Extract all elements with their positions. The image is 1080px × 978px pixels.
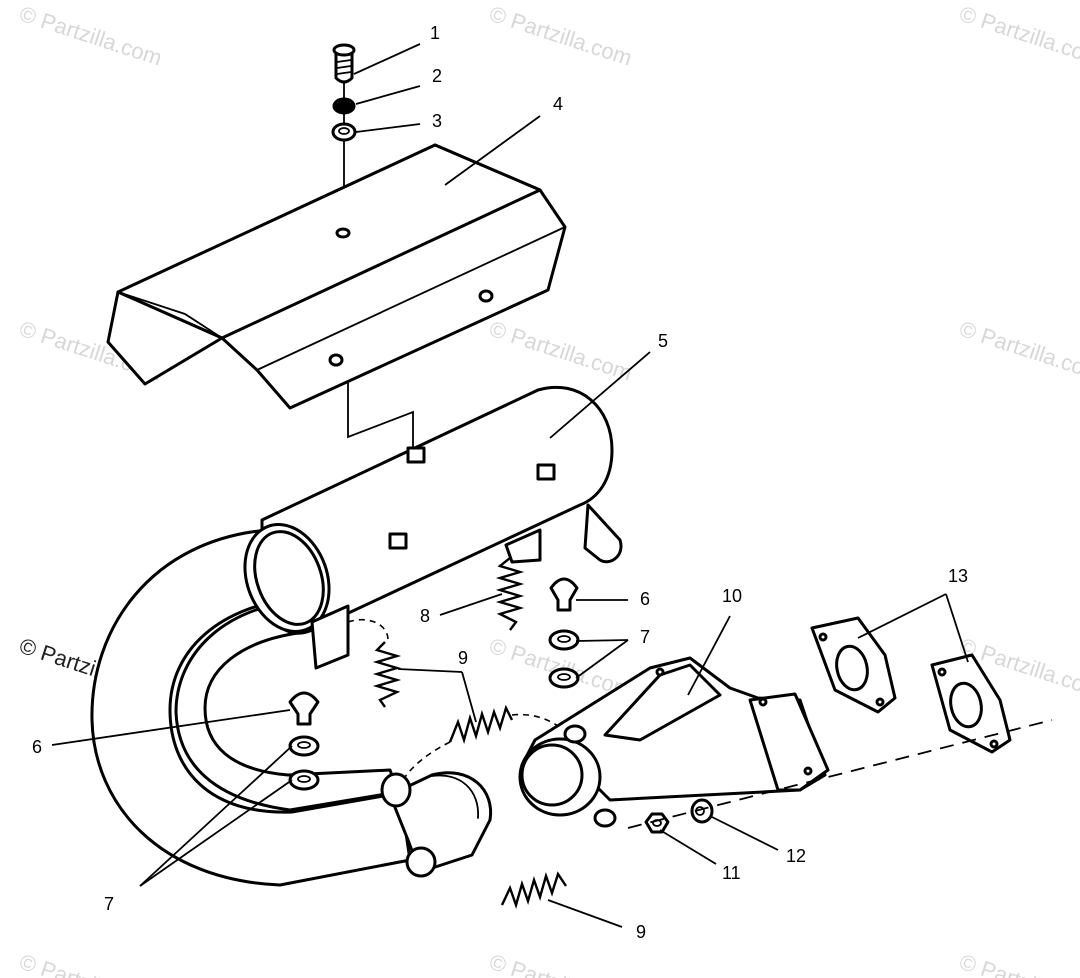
callout-13: 13 bbox=[948, 566, 968, 586]
callout-5: 5 bbox=[658, 331, 668, 351]
callout-1: 1 bbox=[430, 23, 440, 43]
callout-4: 4 bbox=[553, 94, 563, 114]
part-9-spring-lower bbox=[500, 871, 567, 909]
callout-7-left: 7 bbox=[104, 894, 114, 914]
callout-2: 2 bbox=[432, 66, 442, 86]
callout-6-left: 6 bbox=[32, 737, 42, 757]
part-8-spring bbox=[495, 557, 525, 631]
part-4-heat-shield bbox=[106, 143, 567, 410]
watermark: © Partzilla.com bbox=[486, 949, 635, 978]
watermark: © Partzilla.com bbox=[486, 1, 635, 71]
part-7-washers-left bbox=[288, 735, 320, 791]
callout-9-lower: 9 bbox=[636, 922, 646, 942]
callout-6-right: 6 bbox=[640, 589, 650, 609]
leader-lines bbox=[51, 43, 969, 928]
part-13-gasket-left bbox=[810, 616, 897, 714]
part-3-washer bbox=[331, 122, 357, 142]
watermark: © Partzilla.com bbox=[16, 949, 165, 978]
callout-3: 3 bbox=[432, 111, 442, 131]
watermark: © Partzilla.com bbox=[956, 316, 1080, 386]
callout-11: 11 bbox=[722, 863, 741, 883]
callout-10: 10 bbox=[722, 586, 742, 606]
manifold-axis-line bbox=[627, 719, 1053, 829]
part-2-lock-washer bbox=[332, 97, 356, 115]
part-12-washer bbox=[690, 798, 714, 824]
part-6-grommet-right bbox=[549, 577, 579, 612]
part-head-pipe bbox=[90, 528, 412, 887]
callout-9-upper: 9 bbox=[458, 648, 468, 668]
part-5-muffler bbox=[243, 385, 623, 670]
part-9-spring-upper bbox=[347, 618, 402, 708]
watermark: © Partzilla.com bbox=[486, 316, 635, 386]
watermark: © Partzilla.com bbox=[956, 949, 1080, 978]
callout-7-right: 7 bbox=[640, 627, 650, 647]
part-pipe-end-flange bbox=[380, 771, 493, 878]
part-6-grommet-left bbox=[288, 691, 320, 726]
part-11-nut bbox=[644, 812, 670, 834]
part-1-bolt bbox=[332, 43, 356, 84]
callout-12: 12 bbox=[786, 846, 806, 866]
part-10-exhaust-manifold bbox=[518, 656, 830, 828]
part-13-gasket-right bbox=[930, 653, 1012, 754]
part-7-washers-right bbox=[548, 629, 580, 689]
callout-8: 8 bbox=[420, 606, 430, 626]
shield-mount-line bbox=[347, 381, 414, 453]
watermark: © Partzilla.com bbox=[16, 1, 165, 71]
callout-labels: 1 2 3 4 5 6 7 8 9 10 13 6 7 11 12 9 bbox=[32, 23, 968, 942]
watermark: © Partzilla.com bbox=[956, 1, 1080, 71]
